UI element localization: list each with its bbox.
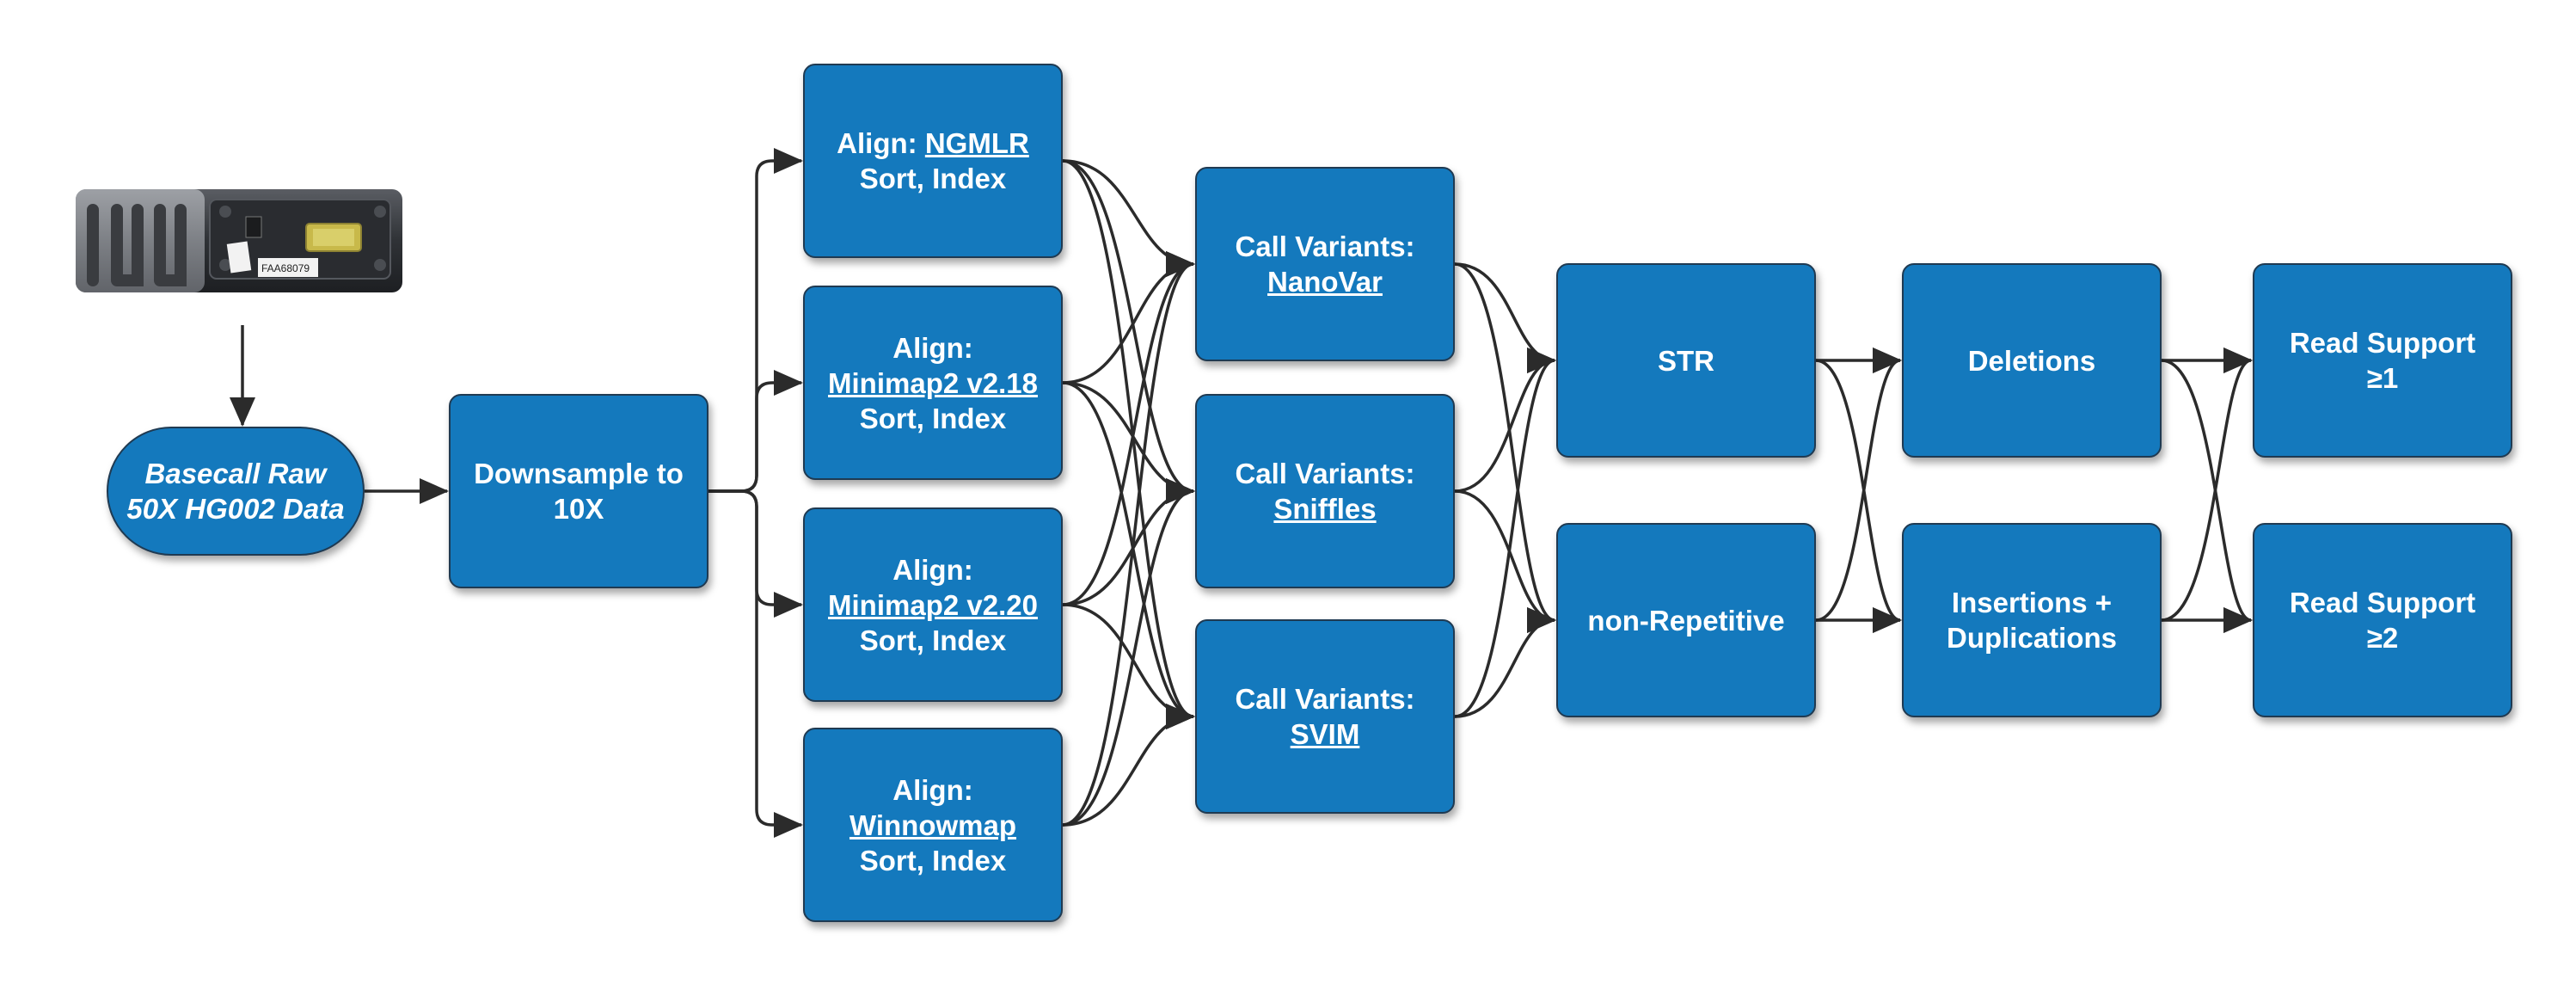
call-variants-svim-tool: SVIM xyxy=(1290,718,1360,750)
downsample-node: Downsample to 10X xyxy=(449,394,708,588)
align-winnowmap-tool: Winnowmap xyxy=(849,809,1017,841)
edge-ngmlr-to-sniffles xyxy=(1062,159,1195,504)
edge-downsample-to-minimap2-v218 xyxy=(708,370,803,493)
align-minimap2-v218-line1: Align: xyxy=(892,331,973,364)
align-ngmlr-node: Align: NGMLR Sort, Index xyxy=(803,64,1063,258)
nanopore-flowcell-icon: FAA68079 xyxy=(76,189,402,292)
deletions-node: Deletions xyxy=(1902,263,2162,458)
read-support-2-line1: Read Support xyxy=(2289,587,2476,618)
edge-downsample-to-winnowmap xyxy=(708,489,803,838)
align-ngmlr-sort: Sort, Index xyxy=(859,163,1007,194)
align-minimap2-v220-sort: Sort, Index xyxy=(859,624,1007,656)
call-variants-nanovar-node: Call Variants: NanoVar xyxy=(1195,167,1455,361)
read-support-1-line2: ≥1 xyxy=(2366,362,2399,394)
str-node: STR xyxy=(1556,263,1816,458)
edge-winnowmap-to-svim xyxy=(1062,704,1195,827)
edge-svim-to-non-repetitive xyxy=(1454,607,1556,718)
non-repetitive-node: non-Repetitive xyxy=(1556,523,1816,717)
edge-minimap2-v220-to-nanovar xyxy=(1062,251,1195,606)
call-variants-nanovar-tool: NanoVar xyxy=(1267,266,1383,298)
align-minimap2-v220-node: Align: Minimap2 v2.20 Sort, Index xyxy=(803,507,1063,702)
align-winnowmap-line1: Align: xyxy=(892,773,973,806)
call-variants-svim-line1: Call Variants: xyxy=(1235,683,1415,715)
align-minimap2-v218-sort: Sort, Index xyxy=(859,402,1007,434)
edge-downsample-to-minimap2-v220 xyxy=(708,489,803,618)
align-ngmlr-tool: NGMLR xyxy=(924,127,1029,159)
call-variants-sniffles-node: Call Variants: Sniffles xyxy=(1195,394,1455,588)
align-minimap2-v218-tool: Minimap2 v2.18 xyxy=(828,366,1038,399)
align-ngmlr-prefix: Align: xyxy=(837,127,925,159)
edge-str-to-insertions xyxy=(1815,359,1902,633)
edge-nanovar-to-str xyxy=(1454,262,1556,373)
downsample-line2: 10X xyxy=(553,493,604,525)
align-minimap2-v220-tool: Minimap2 v2.20 xyxy=(828,588,1038,621)
call-variants-svim-node: Call Variants: SVIM xyxy=(1195,619,1455,814)
call-variants-nanovar-line1: Call Variants: xyxy=(1235,231,1415,262)
edge-winnowmap-to-nanovar xyxy=(1062,251,1195,827)
str-label: STR xyxy=(1658,344,1714,377)
downsample-line1: Downsample to xyxy=(474,458,684,489)
read-support-1-line1: Read Support xyxy=(2289,327,2476,359)
basecall-line2: 50X HG002 Data xyxy=(126,493,345,525)
insertions-line2: Duplications xyxy=(1946,622,2118,654)
call-variants-sniffles-tool: Sniffles xyxy=(1273,493,1377,525)
edge-winnowmap-to-sniffles xyxy=(1062,478,1195,827)
basecall-raw-node: Basecall Raw 50X HG002 Data xyxy=(107,427,365,556)
edge-insertions-to-read-support-1 xyxy=(2161,347,2253,622)
flowcell-label: FAA68079 xyxy=(261,262,310,274)
edge-deletions-to-read-support-2 xyxy=(2161,359,2253,633)
align-minimap2-v220-line1: Align: xyxy=(892,553,973,586)
align-winnowmap-node: Align: Winnowmap Sort, Index xyxy=(803,728,1063,922)
edge-ngmlr-to-svim xyxy=(1062,159,1195,729)
edge-minimap2-v218-to-svim xyxy=(1062,381,1195,729)
align-winnowmap-sort: Sort, Index xyxy=(859,844,1007,876)
insertions-duplications-node: Insertions + Duplications xyxy=(1902,523,2162,717)
align-minimap2-v218-node: Align: Minimap2 v2.18 Sort, Index xyxy=(803,286,1063,480)
call-variants-sniffles-line1: Call Variants: xyxy=(1235,458,1415,489)
edge-non-repetitive-to-deletions xyxy=(1815,347,1902,622)
non-repetitive-label: non-Repetitive xyxy=(1587,604,1785,637)
read-support-2-node: Read Support ≥2 xyxy=(2253,523,2512,717)
read-support-1-node: Read Support ≥1 xyxy=(2253,263,2512,458)
edge-svim-to-str xyxy=(1454,347,1556,718)
basecall-line1: Basecall Raw xyxy=(144,458,327,489)
deletions-label: Deletions xyxy=(1967,344,2096,377)
read-support-2-line2: ≥2 xyxy=(2366,622,2399,654)
edge-nanovar-to-non-repetitive xyxy=(1454,262,1556,633)
edge-downsample-to-ngmlr xyxy=(708,148,803,493)
insertions-line1: Insertions + xyxy=(1951,587,2113,618)
